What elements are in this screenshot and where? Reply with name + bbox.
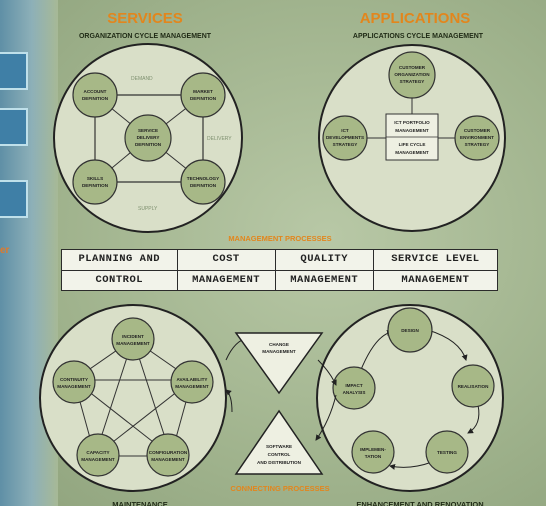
software-control-triangle: [234, 409, 324, 475]
connecting-processes-title: CONNECTING PROCESSES: [230, 484, 330, 493]
svg-text:DESIGN: DESIGN: [401, 328, 419, 333]
bottom-margin: [0, 506, 546, 524]
services-title: SERVICES: [107, 10, 183, 27]
svg-text:DEMAND: DEMAND: [131, 76, 153, 82]
applications-cycle-title: APPLICATIONS CYCLE MANAGEMENT: [352, 33, 484, 40]
organization-cycle-title: ORGANIZATION CYCLE MANAGEMENT: [78, 33, 212, 40]
table-cell: PLANNING AND: [61, 249, 178, 271]
table-cell: QUALITY: [274, 249, 374, 271]
maintenance-title: MAINTENANCE: [112, 500, 168, 509]
management-processes-title: MANAGEMENT PROCESSES: [228, 234, 332, 243]
svg-text:SUPPLY: SUPPLY: [138, 206, 158, 212]
table-cell: SERVICE LEVEL: [372, 249, 499, 271]
svg-text:IMPLEMEN-TATION: IMPLEMEN-TATION: [360, 447, 386, 459]
table-cell: MANAGEMENT: [274, 269, 374, 291]
applications-title: APPLICATIONS: [359, 10, 471, 27]
svg-text:TESTING: TESTING: [437, 450, 457, 455]
table-cell: COST: [176, 249, 276, 271]
table-cell: MANAGEMENT: [176, 269, 276, 291]
change-management-triangle: [234, 332, 324, 395]
side-panel-tab: [0, 108, 28, 146]
side-panel-tab: [0, 180, 28, 218]
side-panel-tab: [0, 52, 28, 90]
svg-text:REALISATION: REALISATION: [458, 384, 489, 389]
table-cell: MANAGEMENT: [372, 269, 499, 291]
table-cell: CONTROL: [61, 269, 178, 291]
management-processes-table: PLANNING AND COST QUALITY SERVICE LEVEL …: [61, 249, 499, 291]
side-panel-text: er: [0, 245, 10, 256]
enhancement-title: ENHANCEMENT AND RENOVATION: [356, 500, 484, 509]
svg-text:DELIVERY: DELIVERY: [207, 136, 232, 142]
